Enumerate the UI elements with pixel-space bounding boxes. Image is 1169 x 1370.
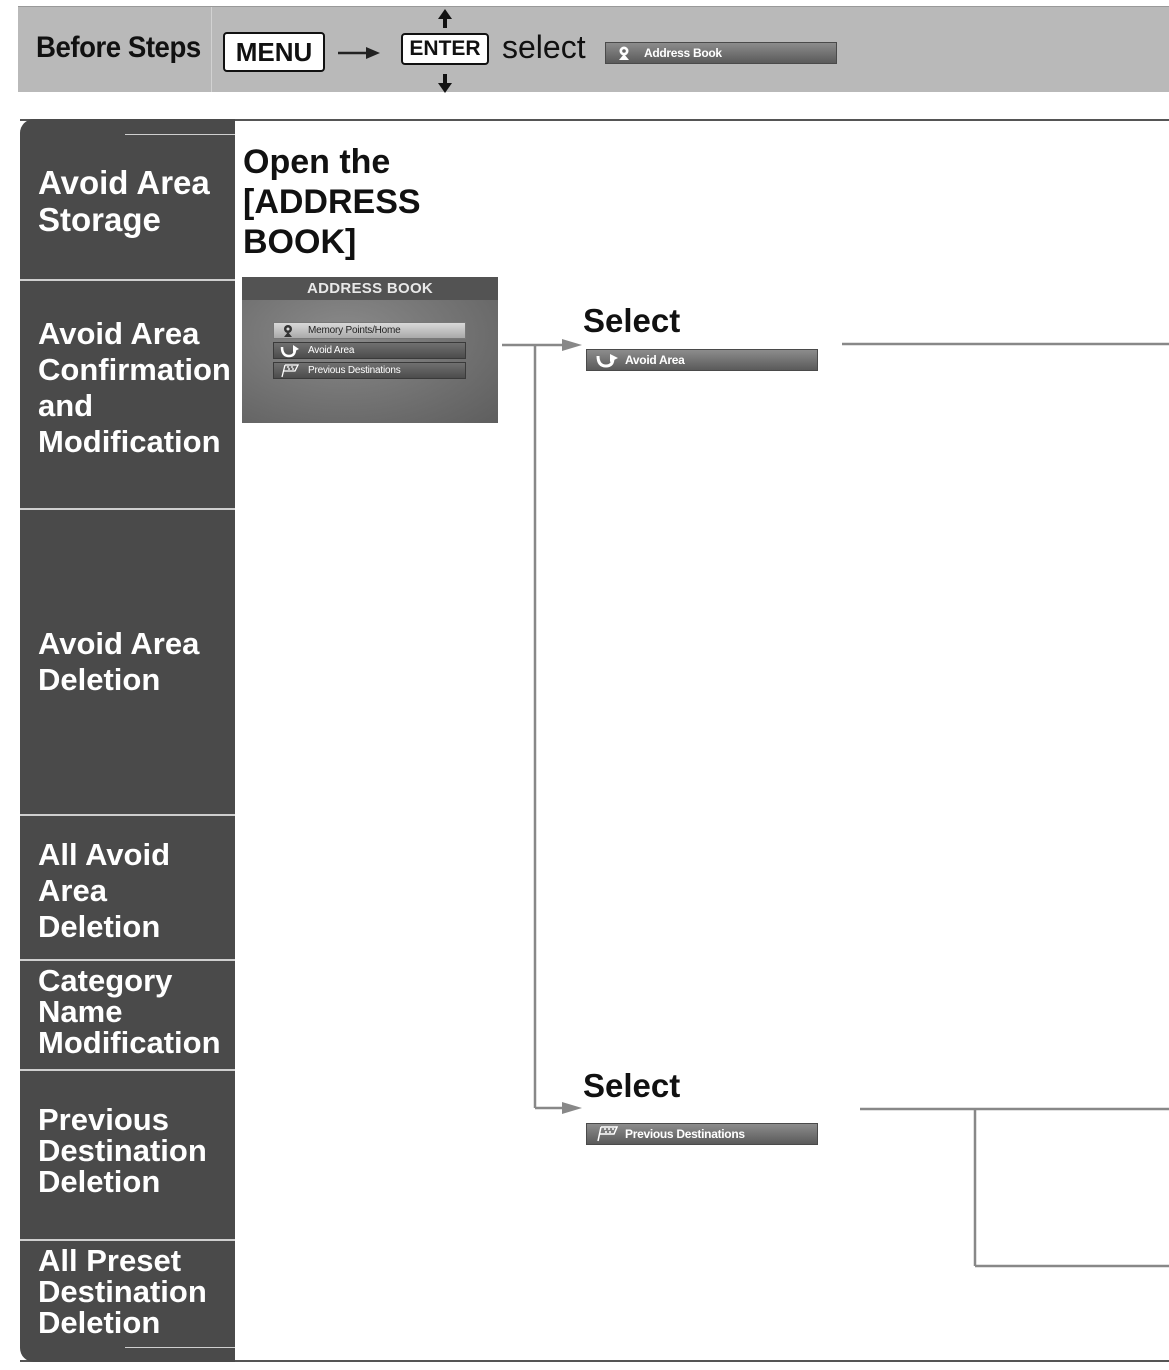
- sidebar-item-avoid-area-deletion: Avoid Area Deletion: [38, 626, 200, 697]
- sidebar-item-previous-destination-deletion: Previous Destination Deletion: [38, 1102, 207, 1199]
- header-divider: [211, 7, 212, 92]
- sidebar-divider: [20, 814, 235, 816]
- address-book-screen: ADDRESS BOOK Memory Points/Home Avoid Ar…: [242, 277, 498, 423]
- address-book-icon: [619, 46, 629, 60]
- screen-item-memory-points: Memory Points/Home: [273, 322, 466, 339]
- sidebar: Avoid Area Storage Avoid Area Confirmati…: [20, 119, 235, 1362]
- sidebar-item-all-preset-destination-deletion: All Preset Destination Deletion: [38, 1243, 207, 1340]
- arrow-right-icon: [338, 47, 380, 59]
- previous-destinations-chip-label: Previous Destinations: [625, 1127, 745, 1141]
- select-word: select: [502, 29, 586, 65]
- page-title: Open the [ADDRESS BOOK]: [243, 143, 421, 261]
- screen-item-avoid-area: Avoid Area: [273, 342, 466, 359]
- select-avoid-area-label: Select: [583, 302, 681, 339]
- memory-point-icon: [284, 325, 292, 337]
- sidebar-item-avoid-area-storage: Avoid Area Storage: [38, 164, 210, 238]
- screen-item-label: Previous Destinations: [308, 365, 401, 376]
- avoid-area-chip-label: Avoid Area: [625, 353, 685, 367]
- sidebar-item-all-avoid-area-deletion: All Avoid Area Deletion: [38, 837, 171, 944]
- address-book-chip: Address Book: [605, 42, 837, 64]
- select-previous-destinations-label: Select: [583, 1067, 681, 1104]
- sidebar-divider: [20, 279, 235, 281]
- content-frame: [20, 119, 1169, 1362]
- avoid-area-chip: Avoid Area: [586, 349, 818, 371]
- before-steps-label: Before Steps: [36, 31, 201, 64]
- previous-destinations-chip: Previous Destinations: [586, 1123, 818, 1145]
- sidebar-top-line: [125, 134, 235, 135]
- avoid-area-icon: [596, 354, 618, 368]
- enter-key: ENTER: [401, 33, 489, 65]
- screen-item-label: Memory Points/Home: [308, 325, 401, 336]
- sidebar-item-avoid-area-confirmation: Avoid Area Confirmation and Modification: [38, 316, 231, 459]
- screen-item-label: Avoid Area: [308, 345, 355, 356]
- menu-key: MENU: [223, 32, 325, 72]
- sidebar-item-category-name-modification: Category Name Modification: [38, 963, 221, 1060]
- sidebar-divider: [20, 959, 235, 961]
- sidebar-divider: [20, 508, 235, 510]
- sidebar-divider: [20, 1239, 235, 1241]
- sidebar-bottom-line: [125, 1347, 235, 1348]
- screen-item-previous-destinations: Previous Destinations: [273, 362, 466, 379]
- screen-title: ADDRESS BOOK: [242, 277, 498, 300]
- address-book-chip-label: Address Book: [644, 46, 722, 60]
- previous-destinations-icon: [281, 364, 300, 378]
- sidebar-divider: [20, 1069, 235, 1071]
- avoid-area-icon: [280, 345, 299, 358]
- previous-destinations-icon: [597, 1126, 619, 1142]
- before-steps-bar: Before Steps MENU ENTER select Address B…: [18, 6, 1169, 93]
- up-down-arrows-icon: [438, 9, 452, 93]
